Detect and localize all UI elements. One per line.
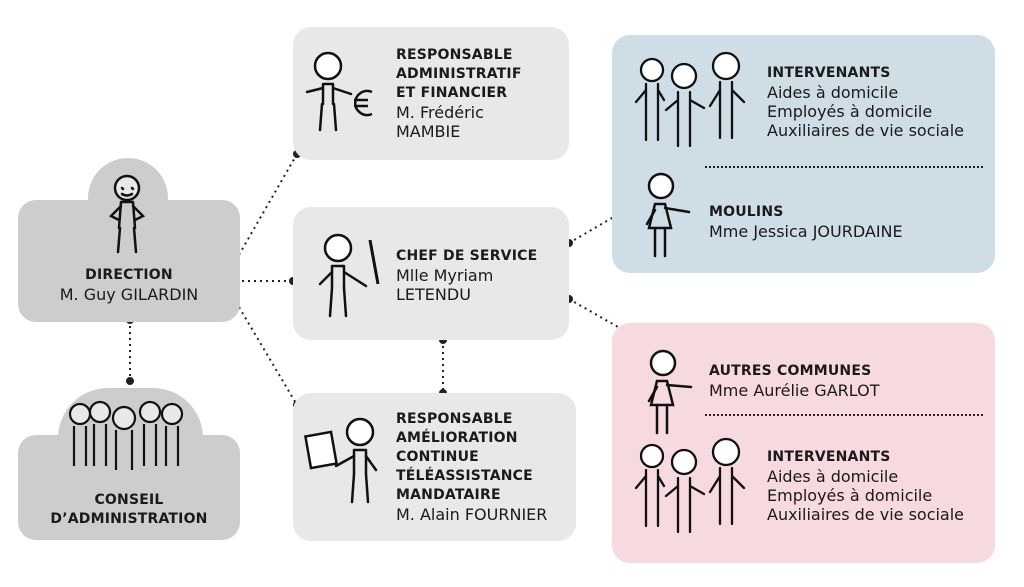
resp-amelio-title4: TÉLÉASSISTANCE [396,468,533,484]
chef-box [293,207,569,340]
group-icon [634,437,746,534]
moulins-name: Mme Jessica JOURDAINE [709,222,903,241]
conseil-title-line2: D’ADMINISTRATION [50,511,208,527]
moulins-divider [705,166,983,168]
resp-admin-title2: ADMINISTRATIF [396,66,522,82]
direction-name: M. Guy GILARDIN [59,285,199,304]
resp-amelio-box [293,393,576,541]
moulins-title: MOULINS [709,204,784,220]
resp-admin-name2: MAMBIE [396,122,461,141]
autres-name: Mme Aurélie GARLOT [709,381,880,400]
stick-figure-icon [647,349,693,435]
chef-name1: Mlle Myriam [396,266,494,285]
conseil-title-line1: CONSEIL [94,492,164,508]
board-icon [304,430,339,470]
euro-icon [354,89,373,117]
moulins-intervenants-item: Aides à domicile [767,83,899,102]
resp-admin-title1: RESPONSABLE [396,47,513,63]
moulins-intervenants-item: Employés à domicile [767,102,933,121]
resp-admin-name1: M. Frédéric [396,103,484,122]
chef-name2: LETENDU [396,285,471,304]
resp-admin-box [293,27,569,160]
stick-figure-icon [108,174,146,254]
autres-intervenants-item: Employés à domicile [767,486,933,505]
resp-amelio-title1: RESPONSABLE [396,411,513,427]
stick-figure-icon [645,172,691,258]
resp-admin-title3: ET FINANCIER [396,85,508,101]
resp-amelio-name: M. Alain FOURNIER [396,505,548,524]
group-icon [68,400,184,470]
moulins-intervenants-item: Auxiliaires de vie sociale [767,121,965,140]
autres-intervenants-item: Aides à domicile [767,467,899,486]
autres-intervenants-title: INTERVENANTS [767,449,891,465]
chef-title: CHEF DE SERVICE [396,248,538,264]
group-icon [634,51,746,148]
resp-amelio-title3: CONTINUE [396,449,479,465]
moulins-intervenants-title: INTERVENANTS [767,65,891,81]
stick-figure-icon [304,417,378,504]
autres-intervenants-item: Auxiliaires de vie sociale [767,505,965,524]
direction-title: DIRECTION [85,267,173,283]
stick-figure-icon [305,51,373,132]
autres-title: AUTRES COMMUNES [709,363,872,379]
resp-amelio-title5: MANDATAIRE [396,487,501,503]
stick-figure-icon [318,233,380,318]
autres-divider [705,414,983,416]
sword-icon [368,239,380,285]
resp-amelio-title2: AMÉLIORATION [396,430,518,446]
